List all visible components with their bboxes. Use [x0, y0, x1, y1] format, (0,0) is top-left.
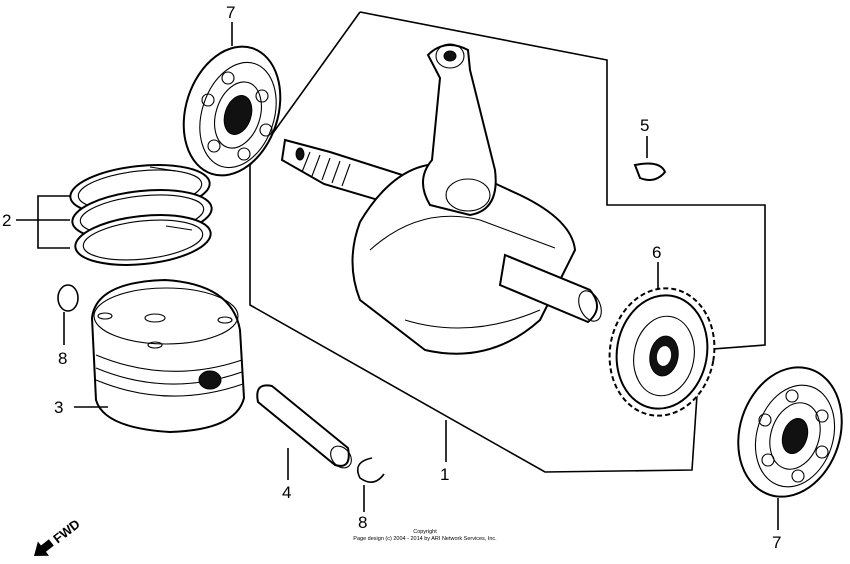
crankshaft — [280, 43, 602, 355]
fwd-label: FWD — [50, 516, 83, 546]
callout-3: 3 — [54, 398, 63, 417]
fwd-arrow-icon — [34, 539, 54, 556]
piston-rings — [69, 164, 213, 266]
piston — [90, 278, 246, 434]
callout-1: 1 — [440, 465, 449, 484]
fwd-marker: FWD — [34, 516, 83, 556]
callout-2: 2 — [2, 211, 11, 230]
callout-6: 6 — [652, 243, 661, 262]
primary-drive-gear — [608, 287, 716, 417]
leader-lines — [16, 22, 779, 530]
copyright-line-2: Page design (c) 2004 - 2014 by ARI Netwo… — [353, 536, 497, 542]
callout-5: 5 — [640, 116, 649, 135]
callout-4: 4 — [282, 483, 291, 502]
piston-pin — [256, 384, 352, 469]
callout-7-top: 7 — [226, 3, 235, 22]
ball-bearing-top — [182, 45, 282, 177]
callout-8-bottom: 8 — [358, 513, 367, 532]
ball-bearing-bottom — [737, 366, 843, 498]
callout-8-left: 8 — [58, 349, 67, 368]
woodruff-key — [633, 162, 667, 181]
copyright-line-1: Copyright — [413, 529, 437, 535]
circlip-bottom — [356, 457, 385, 483]
callout-7-bottom: 7 — [772, 533, 781, 552]
circlip-left — [57, 284, 79, 312]
